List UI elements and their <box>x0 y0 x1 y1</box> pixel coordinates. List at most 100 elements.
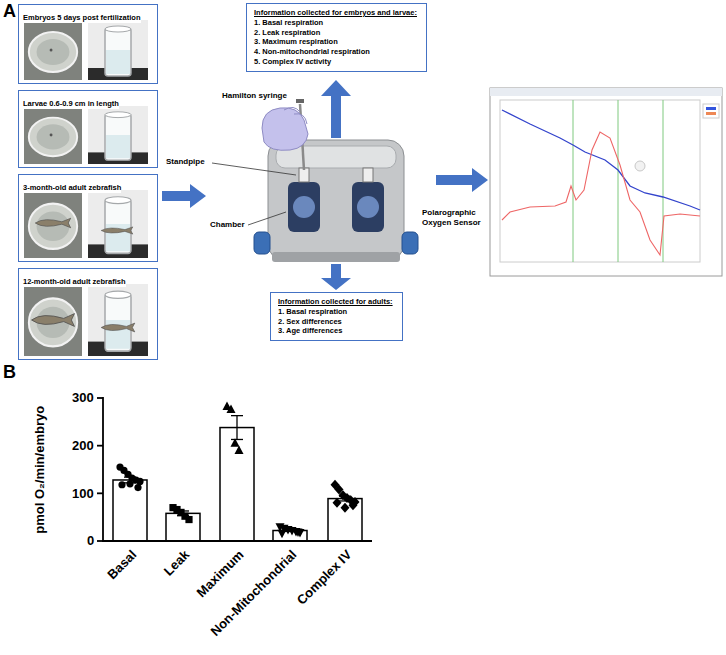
old-adult-dish-photo <box>24 284 82 356</box>
list-item: 1. Basal respiration <box>278 307 395 317</box>
chamber-window <box>352 182 384 232</box>
photo-panel: 3-month-old adult zebrafish <box>18 174 158 262</box>
list-item: 1. Basal respiration <box>254 18 419 28</box>
category-label: Leak <box>161 547 193 579</box>
event-marker <box>618 100 619 262</box>
block-arrow <box>321 264 351 290</box>
photo-caption: 3-month-old adult zebrafish <box>23 183 121 193</box>
larva-dish-photo <box>24 106 82 164</box>
data-point <box>136 478 143 485</box>
list-item: 5. Complex IV activity <box>254 57 419 67</box>
tick-label: 100 <box>72 486 94 502</box>
bar <box>328 499 362 541</box>
axis-tick <box>97 540 103 542</box>
zebrafish <box>32 314 75 327</box>
block-arrow <box>436 168 488 192</box>
legend-sample <box>706 112 716 115</box>
event-marker <box>663 100 664 262</box>
box-heading: Information collected for adults: <box>278 297 395 307</box>
tick-label: 0 <box>87 533 94 549</box>
legend-sample <box>706 107 716 110</box>
glove-fingers <box>284 107 307 124</box>
photo-caption: Embryos 5 days post fertilization <box>23 13 141 23</box>
tick-label: 200 <box>72 438 94 454</box>
error-cap <box>231 439 243 440</box>
adult-dish-photo <box>24 190 82 258</box>
screen-legend <box>703 104 719 118</box>
part-label: Standpipe <box>166 157 205 167</box>
data-point <box>333 498 342 508</box>
part-label: Hamilton syringe <box>222 91 287 101</box>
bar <box>166 513 200 541</box>
gloved-hand <box>262 108 308 151</box>
list-item: 3. Maximum respiration <box>254 37 419 47</box>
oxygen-sensor <box>254 232 270 254</box>
standpipe <box>363 168 373 182</box>
syringe-plunger <box>296 99 304 103</box>
data-point <box>134 484 141 491</box>
info-box: Information collected for adults:1. Basa… <box>270 292 403 341</box>
photo-panel: Larvae 0.6-0.9 cm in length <box>18 90 158 168</box>
tick-label: 300 <box>72 390 94 406</box>
data-point <box>294 528 303 537</box>
embryo-dish-photo <box>24 20 82 80</box>
leader-line <box>212 163 296 175</box>
cursor-mark <box>635 161 645 171</box>
oxygen-trace <box>502 110 700 210</box>
list-item: 3. Age differences <box>278 326 395 336</box>
adult-vial-photo <box>88 190 148 258</box>
axis-tick <box>97 445 103 447</box>
chamber <box>357 196 379 218</box>
axis-tick <box>97 492 103 494</box>
device-base <box>272 252 400 262</box>
axis-tick <box>97 397 103 399</box>
data-point <box>235 445 244 454</box>
part-label: Chamber <box>210 220 245 230</box>
category-label: Complex IV <box>294 547 355 608</box>
flux-trace <box>502 132 700 255</box>
y-axis <box>102 397 104 541</box>
data-point <box>231 438 240 447</box>
block-arrow <box>321 80 351 138</box>
embryo-vial-photo <box>88 20 148 80</box>
old-adult-vial-photo <box>88 284 148 356</box>
data-point <box>185 516 192 523</box>
screen-toolbar <box>490 88 722 96</box>
block-arrow <box>162 184 206 208</box>
panel-letter: A <box>3 1 16 23</box>
panel-letter: B <box>3 362 16 384</box>
photo-panel: Embryos 5 days post fertilization <box>18 4 158 84</box>
chamber-window <box>288 182 320 232</box>
screen-frame <box>490 88 722 276</box>
device-housing <box>268 140 404 260</box>
info-box: Information collected for embryos and la… <box>246 3 427 72</box>
part-label: Polarographic Oxygen Sensor <box>422 208 488 227</box>
plot-area <box>500 100 700 262</box>
category-label: Basal <box>104 547 140 583</box>
oxygraph-device <box>254 99 418 262</box>
bar <box>220 428 254 541</box>
data-point <box>126 480 133 487</box>
zebrafish <box>35 218 70 228</box>
software-screenshot <box>490 88 722 276</box>
oxygen-sensor <box>402 232 418 254</box>
photo-panel: 12-month-old adult zebrafish <box>18 268 158 360</box>
photo-caption: 12-month-old adult zebrafish <box>23 277 126 287</box>
box-heading: Information collected for embryos and la… <box>254 8 419 18</box>
data-point <box>278 530 287 539</box>
zebrafish <box>101 323 135 332</box>
axis-title: pmol O₂/min/embryo <box>32 406 48 534</box>
list-item: 2. Sex differences <box>278 317 395 327</box>
zebrafish <box>101 227 133 234</box>
chamber <box>293 196 315 218</box>
data-point <box>118 481 125 488</box>
list-item: 4. Non-mitochondrial respiration <box>254 47 419 57</box>
standpipe <box>299 168 309 182</box>
error-cap <box>231 415 243 416</box>
category-label: Maximum <box>194 547 247 600</box>
data-point <box>341 503 350 513</box>
data-point <box>227 404 236 413</box>
event-marker <box>573 100 574 262</box>
bar <box>113 480 147 541</box>
